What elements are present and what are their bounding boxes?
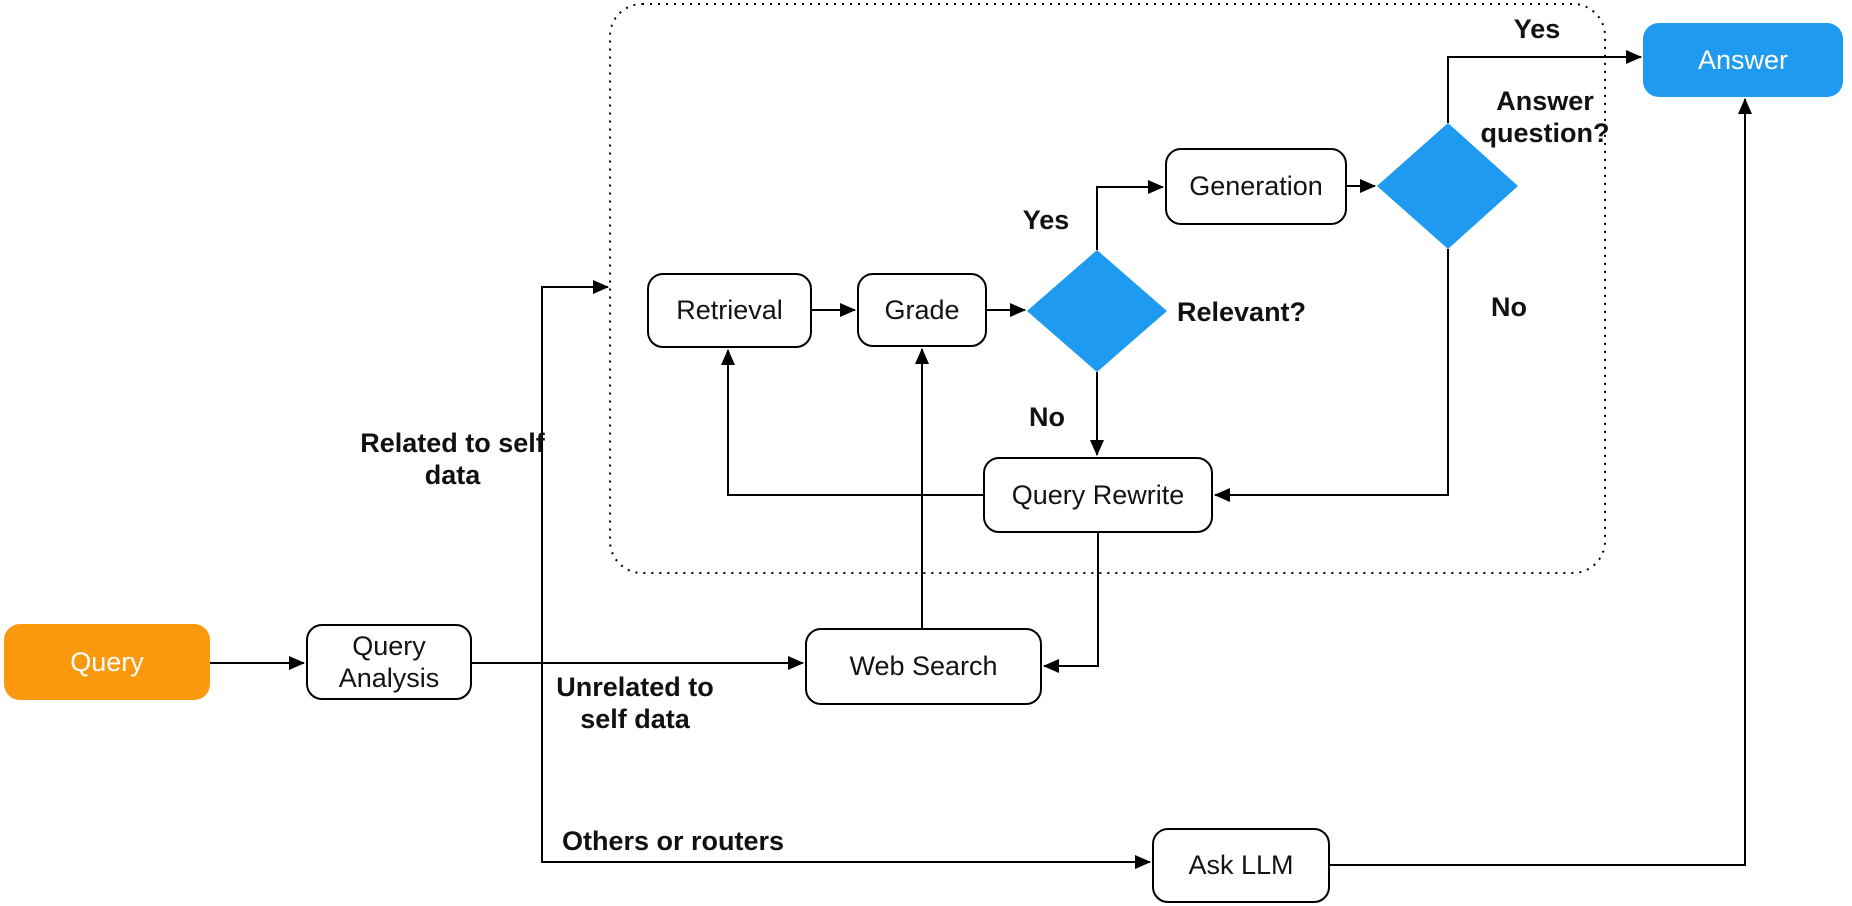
node-ask-llm-label: Ask LLM: [1188, 850, 1294, 881]
edge-answer-question-no-to-query-rewrite: [1214, 249, 1449, 502]
edge-query-rewrite-to-web-search: [1043, 533, 1099, 673]
node-web-search-label: Web Search: [849, 651, 998, 682]
edge-answer-question-yes-to-answer: [1447, 50, 1642, 123]
edge-relevant-yes-to-generation: [1096, 180, 1164, 250]
label-answer-question: Answer question?: [1480, 86, 1610, 148]
node-grade-label: Grade: [884, 294, 960, 325]
label-relevant-question: Relevant?: [1177, 297, 1307, 327]
relevant-decision-diamond: [1027, 250, 1167, 372]
node-query-rewrite: Query Rewrite: [983, 457, 1213, 533]
answer-question-decision-diamond: [1377, 123, 1518, 249]
edge-query-analysis-to-retrieval-loop: [541, 280, 609, 663]
node-answer: Answer: [1643, 23, 1843, 97]
label-others-or-routers: Others or routers: [562, 826, 785, 856]
node-grade: Grade: [857, 273, 987, 347]
label-relevant-no: No: [1029, 402, 1065, 432]
node-query-analysis-label: Query Analysis: [338, 630, 440, 693]
label-unrelated-to-self-data: Unrelated to self data: [556, 672, 714, 734]
edge-query-analysis-to-ask-llm: [541, 663, 1151, 869]
node-query-analysis: Query Analysis: [306, 624, 472, 700]
node-generation-label: Generation: [1189, 171, 1323, 202]
node-query-rewrite-label: Query Rewrite: [1011, 479, 1185, 510]
node-query-label: Query: [70, 646, 144, 677]
node-generation: Generation: [1165, 148, 1347, 225]
node-ask-llm: Ask LLM: [1152, 828, 1330, 903]
label-answer-question-yes: Yes: [1513, 14, 1561, 44]
label-relevant-yes: Yes: [1022, 205, 1070, 235]
rag-loop-dashed-container: [609, 3, 1606, 574]
node-retrieval-label: Retrieval: [676, 295, 783, 326]
label-related-to-self-data: Related to self data: [360, 428, 545, 490]
node-answer-label: Answer: [1697, 44, 1789, 75]
node-retrieval: Retrieval: [647, 273, 812, 348]
node-query: Query: [4, 624, 210, 700]
edge-query-rewrite-to-retrieval: [721, 349, 983, 496]
label-answer-question-no: No: [1491, 292, 1527, 322]
node-web-search: Web Search: [805, 628, 1042, 705]
edge-ask-llm-to-answer: [1330, 98, 1752, 866]
